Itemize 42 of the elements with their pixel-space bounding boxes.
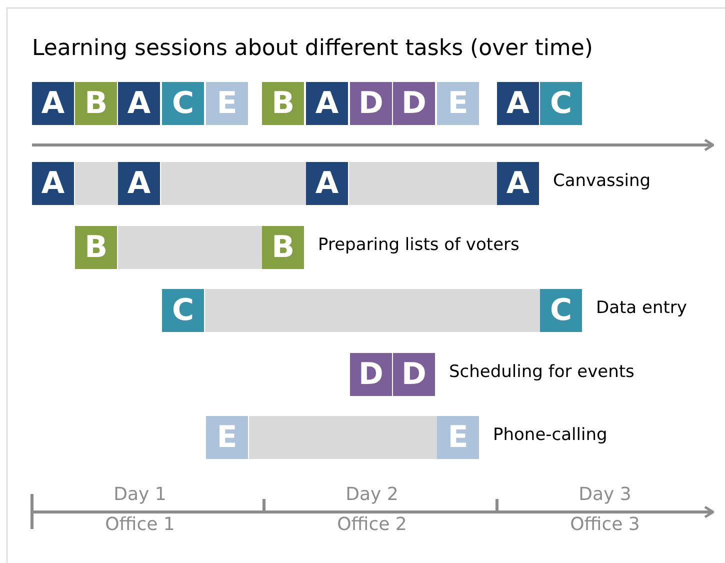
- task-letter-box: A: [32, 82, 75, 125]
- task-letter-box: D: [350, 82, 393, 125]
- timeline-bar: [161, 162, 306, 205]
- task-letter-box: A: [118, 82, 161, 125]
- task-letter-box: A: [118, 162, 161, 205]
- day-label: Day 1: [114, 484, 166, 505]
- office-label: Office 2: [337, 514, 407, 535]
- office-label: Office 3: [570, 514, 640, 535]
- task-letter-box: A: [497, 162, 540, 205]
- task-label: Preparing lists of voters: [318, 235, 520, 255]
- task-letter-box: B: [75, 226, 118, 269]
- task-letter-box: A: [32, 162, 75, 205]
- task-letter-box: B: [262, 82, 305, 125]
- task-letter-box: E: [206, 416, 249, 459]
- task-letter-box: C: [162, 289, 205, 332]
- office-label: Office 1: [105, 514, 175, 535]
- task-label: Canvassing: [553, 171, 651, 191]
- task-letter-box: E: [206, 82, 249, 125]
- task-letter-box: C: [540, 82, 583, 125]
- task-letter-box: E: [437, 416, 480, 459]
- task-letter-box: A: [497, 82, 540, 125]
- timeline-bar: [205, 289, 540, 332]
- timeline-bar: [249, 416, 437, 459]
- task-label: Phone-calling: [493, 425, 608, 445]
- task-letter-box: A: [306, 162, 349, 205]
- task-letter-box: B: [75, 82, 118, 125]
- task-letter-box: E: [437, 82, 480, 125]
- task-letter-box: D: [393, 353, 436, 396]
- day-label: Day 2: [346, 484, 398, 505]
- timeline-bar: [118, 226, 262, 269]
- task-letter-box: C: [162, 82, 205, 125]
- title: Learning sessions about different tasks (over time): [32, 36, 593, 61]
- task-label: Scheduling for events: [449, 362, 634, 382]
- task-letter-box: A: [306, 82, 349, 125]
- task-letter-box: C: [540, 289, 583, 332]
- timeline-bar: [349, 162, 497, 205]
- task-label: Data entry: [596, 298, 687, 318]
- task-letter-box: B: [262, 226, 305, 269]
- task-letter-box: D: [350, 353, 393, 396]
- task-letter-box: D: [393, 82, 436, 125]
- day-label: Day 3: [578, 484, 632, 505]
- timeline-bar: [75, 162, 118, 205]
